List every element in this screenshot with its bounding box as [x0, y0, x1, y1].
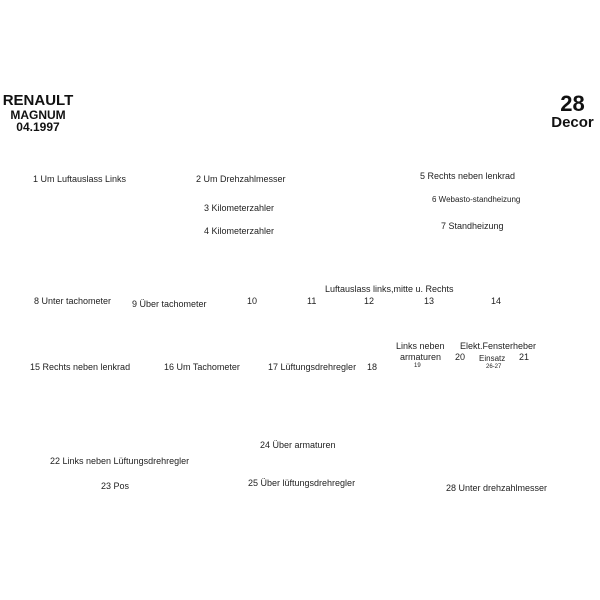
part-22-label: 22 Links neben Lüftungsdrehregler — [50, 456, 190, 466]
part-10-vent-surround — [228, 308, 278, 339]
part-25-label: 25 Über lüftungsdrehregler — [248, 478, 356, 488]
part-18-label: 18 — [367, 362, 378, 372]
part-14-vent-surround — [476, 308, 526, 339]
part-12-vent-surround — [344, 308, 396, 339]
part-10-label: 10 — [247, 296, 258, 306]
piece-count-block: 28 Decor — [545, 92, 600, 131]
insert-label: Einsatz — [479, 354, 506, 363]
part-13-label: 13 — [424, 296, 435, 306]
part-4-label: 4 Kilometerzahler — [204, 226, 275, 236]
part-7-label: 7 Standheizung — [441, 221, 504, 231]
model-date: 04.1997 — [16, 120, 60, 135]
part-12-label: 12 — [364, 296, 375, 306]
part-16-label: 16 Um Tachometer — [164, 362, 240, 372]
part-24-label: 24 Über armaturen — [260, 440, 336, 450]
part-19-number: 19 — [414, 363, 421, 369]
part-20-window-switch-left — [451, 363, 478, 482]
part-17-label: 17 Lüftungsdrehregler — [268, 362, 357, 372]
brand-name: RENAULT — [2, 92, 74, 109]
part-21-label: 21 — [519, 352, 530, 362]
vents-group-label: Luftauslass links,mitte u. Rechts — [325, 284, 454, 294]
part-21-window-switch-right — [511, 363, 539, 482]
part-5-label: 5 Rechts neben lenkrad — [420, 171, 516, 181]
part-11-vent-surround — [285, 308, 336, 339]
part-28-label: 28 Unter drehzahlmesser — [446, 483, 548, 493]
part-20-label: 20 — [455, 352, 466, 362]
piece-count: 28 — [560, 91, 585, 116]
part-14-label: 14 — [491, 296, 502, 306]
part-3-label: 3 Kilometerzahler — [204, 203, 275, 213]
part-9-label: 9 Über tachometer — [132, 299, 207, 309]
part-6-label: 6 Webasto-standheizung — [432, 195, 521, 204]
part-26-27-label: 26-27 — [486, 364, 502, 370]
model-name: MAGNUM — [10, 107, 66, 122]
brand-block: RENAULT MAGNUM 04.1997 — [2, 93, 74, 134]
part-23-label: 23 Pos — [101, 481, 130, 491]
part-1-label: 1 Um Luftauslass Links — [33, 174, 127, 184]
part-2-label: 2 Um Drehzahlmesser — [196, 174, 286, 184]
part-19-label-line2: armaturen — [400, 352, 442, 362]
piece-label: Decor — [551, 114, 594, 132]
part-13-vent-surround — [408, 308, 459, 339]
part-8-label: 8 Unter tachometer — [34, 296, 112, 306]
part-19-label-line1: Links neben — [396, 341, 445, 351]
window-lifter-label: Elekt.Fensterheber — [460, 341, 537, 351]
part-26-27-insert — [481, 372, 509, 381]
part-11-label: 11 — [307, 296, 317, 306]
part-15-label: 15 Rechts neben lenkrad — [30, 362, 131, 372]
